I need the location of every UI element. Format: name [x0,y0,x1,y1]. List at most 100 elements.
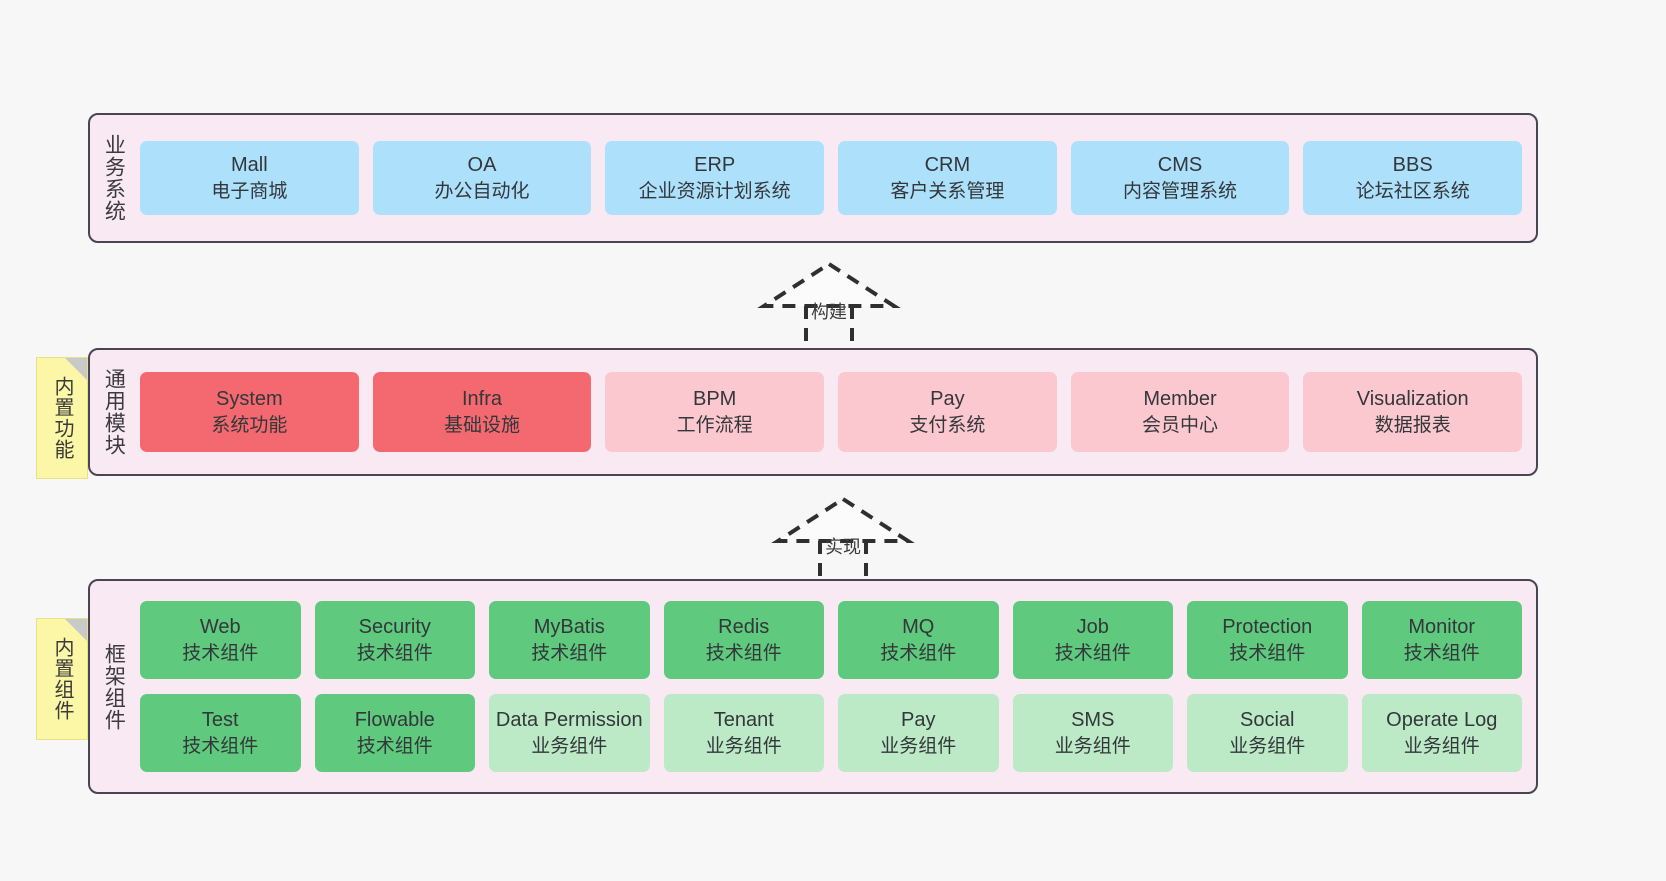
box-job-title: Job [1076,616,1109,639]
box-pay-component[interactable]: Pay 业务组件 [838,694,999,772]
box-security-subtitle: 技术组件 [356,642,433,664]
box-oa[interactable]: OA 办公自动化 [372,141,592,215]
box-member-title: Member [1143,388,1217,411]
box-operate-log[interactable]: Operate Log 业务组件 [1361,694,1522,772]
box-oa-subtitle: 办公自动化 [434,180,530,202]
box-erp-subtitle: 企业资源计划系统 [638,180,791,202]
box-bpm-subtitle: 工作流程 [676,414,753,436]
box-operate-log-title: Operate Log [1386,709,1498,732]
box-social[interactable]: Social 业务组件 [1187,694,1348,772]
box-operate-log-subtitle: 业务组件 [1403,735,1480,757]
box-mall[interactable]: Mall 电子商城 [140,141,359,215]
box-web-title: Web [199,616,241,639]
box-cms-subtitle: 内容管理系统 [1123,180,1238,202]
box-job-subtitle: 技术组件 [1054,642,1131,664]
note-builtin-components: 内置组件 [36,618,88,740]
box-pay-module[interactable]: Pay 支付系统 [838,372,1057,452]
box-social-subtitle: 业务组件 [1229,735,1306,757]
layer-framework-components-label: 框架组件 [102,642,126,731]
box-erp-title: ERP [694,154,736,177]
box-oa-title: OA [467,154,497,177]
box-monitor[interactable]: Monitor 技术组件 [1361,601,1522,679]
box-flowable-subtitle: 技术组件 [356,735,433,757]
box-system-title: System [215,388,283,411]
box-cms[interactable]: CMS 内容管理系统 [1070,141,1290,215]
note-builtin-components-label: 内置组件 [51,637,73,721]
box-cms-title: CMS [1157,154,1203,177]
box-data-permission-subtitle: 业务组件 [531,735,608,757]
connector-implement-arrow-icon [771,496,915,583]
box-bpm[interactable]: BPM 工作流程 [605,372,825,452]
note-builtin-features-label: 内置功能 [51,376,73,460]
layer-framework-components-body: Web 技术组件 Security 技术组件 MyBatis 技术组件 Redi… [136,581,1536,792]
box-mybatis[interactable]: MyBatis 技术组件 [489,601,650,679]
box-security[interactable]: Security 技术组件 [314,601,475,679]
box-bbs-title: BBS [1392,154,1433,177]
box-pay-component-subtitle: 业务组件 [880,735,957,757]
box-member[interactable]: Member 会员中心 [1070,372,1290,452]
box-crm[interactable]: CRM 客户关系管理 [838,141,1057,215]
box-visualization-subtitle: 数据报表 [1374,414,1451,436]
box-pay-component-title: Pay [901,709,936,732]
box-system-subtitle: 系统功能 [211,414,288,436]
box-system[interactable]: System 系统功能 [140,372,359,452]
box-infra-subtitle: 基础设施 [444,414,521,436]
box-mq-subtitle: 技术组件 [880,642,957,664]
box-visualization-title: Visualization [1356,388,1469,411]
common-modules-row: System 系统功能 Infra 基础设施 BPM 工作流程 Pay 支付系统… [140,372,1523,452]
layer-framework-components: 框架组件 Web 技术组件 Security 技术组件 MyBatis 技术组件… [88,579,1538,794]
business-systems-row: Mall 电子商城 OA 办公自动化 ERP 企业资源计划系统 CRM 客户关系… [140,141,1523,215]
box-sms-subtitle: 业务组件 [1054,735,1131,757]
box-crm-title: CRM [924,154,971,177]
box-web[interactable]: Web 技术组件 [140,601,301,679]
box-data-permission[interactable]: Data Permission 业务组件 [489,694,650,772]
box-visualization[interactable]: Visualization 数据报表 [1303,372,1523,452]
box-infra-title: Infra [461,388,503,411]
box-social-title: Social [1240,709,1295,732]
connector-implement-label: 实现 [825,537,861,557]
box-sms-title: SMS [1071,709,1115,732]
box-redis-title: Redis [718,616,770,639]
box-infra[interactable]: Infra 基础设施 [372,372,592,452]
box-crm-subtitle: 客户关系管理 [890,180,1005,202]
connector-build-label: 构建 [811,302,847,322]
box-mall-subtitle: 电子商城 [211,180,288,202]
box-data-permission-title: Data Permission [495,709,643,732]
box-mq[interactable]: MQ 技术组件 [838,601,999,679]
box-job[interactable]: Job 技术组件 [1012,601,1173,679]
connector-implement: 实现 [768,493,918,583]
box-sms[interactable]: SMS 业务组件 [1012,694,1173,772]
connector-build: 构建 [754,258,904,348]
box-protection-title: Protection [1222,616,1313,639]
box-member-subtitle: 会员中心 [1142,414,1219,436]
box-test[interactable]: Test 技术组件 [140,694,301,772]
connector-build-arrow-icon [757,261,901,348]
framework-components-row-tech: Web 技术组件 Security 技术组件 MyBatis 技术组件 Redi… [140,601,1522,679]
box-erp[interactable]: ERP 企业资源计划系统 [605,141,825,215]
box-redis[interactable]: Redis 技术组件 [663,601,824,679]
layer-business-systems-label: 业务系统 [102,134,126,222]
box-flowable[interactable]: Flowable 技术组件 [314,694,475,772]
box-monitor-subtitle: 技术组件 [1403,642,1480,664]
box-pay-module-subtitle: 支付系统 [909,414,986,436]
box-mybatis-subtitle: 技术组件 [531,642,608,664]
layer-common-modules-label: 通用模块 [102,368,126,456]
note-fold-corner-icon [65,619,87,641]
box-web-subtitle: 技术组件 [182,642,259,664]
framework-components-row-business: Test 技术组件 Flowable 技术组件 Data Permission … [140,694,1522,772]
box-tenant-subtitle: 业务组件 [705,735,782,757]
box-tenant[interactable]: Tenant 业务组件 [663,694,824,772]
box-bbs[interactable]: BBS 论坛社区系统 [1303,141,1523,215]
layer-business-systems-body: Mall 电子商城 OA 办公自动化 ERP 企业资源计划系统 CRM 客户关系… [136,115,1536,241]
note-builtin-features: 内置功能 [36,357,88,479]
box-pay-module-title: Pay [930,388,965,411]
box-mybatis-title: MyBatis [533,616,605,639]
box-protection[interactable]: Protection 技术组件 [1187,601,1348,679]
box-flowable-title: Flowable [354,709,435,732]
note-fold-corner-icon [65,358,87,380]
box-test-subtitle: 技术组件 [182,735,259,757]
box-redis-subtitle: 技术组件 [705,642,782,664]
layer-business-systems: 业务系统 Mall 电子商城 OA 办公自动化 ERP 企业资源计划系统 CRM… [88,113,1538,243]
box-mall-title: Mall [231,154,268,177]
